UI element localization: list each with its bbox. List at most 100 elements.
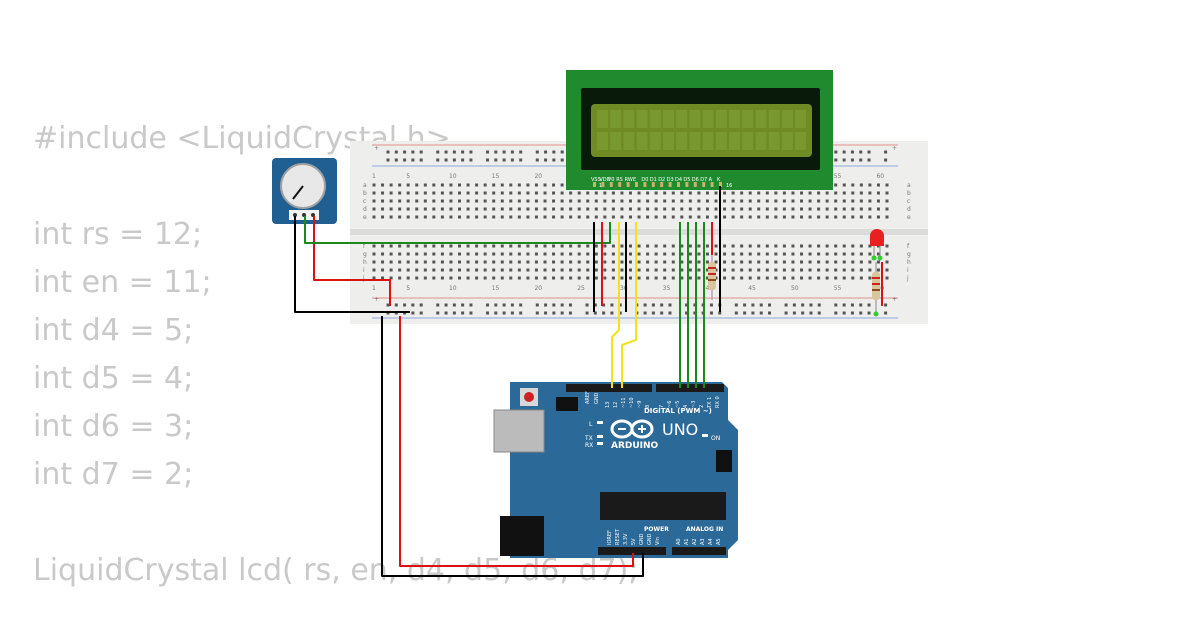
potentiometer[interactable] [272, 158, 337, 224]
digital-pin-label: ~10 [629, 397, 635, 408]
row-letter: f [907, 243, 910, 250]
wire-lcd-rs[interactable] [611, 222, 620, 388]
lcd-cell [781, 110, 793, 128]
lcd-pin [618, 182, 622, 187]
rail-plus-label-top: + [374, 145, 379, 152]
led-tx [597, 435, 603, 438]
lcd-pin [643, 182, 647, 187]
row-letter: c [907, 198, 910, 205]
lcd-cell [623, 110, 635, 128]
led-red[interactable] [870, 229, 884, 261]
resistor-backlight[interactable] [708, 255, 716, 300]
power-pin-label: RESET [615, 528, 621, 545]
digital-pin-label: RX 0 [715, 396, 721, 408]
column-number: 1 [372, 173, 376, 180]
power-label: POWER [644, 526, 669, 533]
power-pin-label: GND [639, 533, 645, 545]
gnd-label: GND [594, 392, 600, 404]
rail-plus-label-bottom-right: + [892, 296, 897, 303]
led-label-tx: TX [584, 435, 593, 442]
code-overlay: #include <LiquidCrystal.h>int rs = 12;in… [33, 115, 638, 595]
row-letter: h [907, 259, 911, 266]
digital-header-left [566, 384, 652, 392]
column-number: 60 [876, 285, 884, 292]
row-letter: d [363, 206, 367, 213]
analog-pin-label: A4 [708, 538, 714, 545]
lcd-cell [702, 132, 714, 150]
row-letter: d [907, 206, 911, 213]
lcd-pin [651, 182, 655, 187]
wire-pot-vcc[interactable] [313, 216, 391, 306]
row-letter: a [363, 182, 367, 189]
digital-pin-label: 7 [659, 405, 665, 408]
row-letter: g [907, 251, 911, 258]
lcd-cell [795, 132, 806, 150]
lcd-pin-label: E [633, 177, 636, 183]
arduino-model: UNO [662, 420, 698, 439]
atmega-chip [600, 492, 726, 520]
lcd-pin-label: D1 [650, 177, 657, 183]
lcd-pin [668, 182, 672, 187]
analog-pin-label: A5 [716, 538, 722, 545]
column-number: 20 [534, 285, 542, 292]
digital-pin-label: ~5 [675, 401, 681, 408]
wire-5v-arduino[interactable] [399, 316, 634, 567]
lcd-pin-label: RW [625, 177, 633, 183]
row-letter: e [907, 214, 911, 221]
analog-label: ANALOG IN [686, 526, 723, 533]
power-header [598, 547, 666, 555]
led-label-rx: RX [585, 442, 593, 449]
lcd-pin [677, 182, 680, 187]
lcd-cell [649, 132, 661, 150]
column-number: 10 [449, 285, 457, 292]
column-number: 55 [834, 173, 842, 180]
row-letter: j [906, 275, 909, 282]
digital-header-right [656, 384, 724, 392]
lcd-pin-label: VDD [599, 177, 610, 183]
lcd-pin [719, 182, 722, 187]
digital-pin-label: ~9 [637, 401, 643, 408]
wire-pot-wiper[interactable] [304, 216, 611, 244]
code-line: int en = 11; [33, 265, 212, 300]
digital-pin-label: 13 [605, 402, 611, 408]
digital-pin-label: ~11 [621, 397, 627, 408]
resistor-led[interactable] [872, 262, 880, 317]
analog-header [672, 547, 726, 555]
lcd-pin [601, 182, 605, 187]
power-pin-label: 5V [631, 538, 637, 545]
column-number: 10 [449, 173, 457, 180]
lcd-pin [609, 182, 613, 187]
code-line: int d7 = 2; [33, 457, 194, 492]
row-letter: h [363, 259, 367, 266]
code-line: LiquidCrystal lcd( rs, en, d4, d5, d6, d… [33, 553, 639, 588]
lcd-cell [768, 132, 780, 150]
led-l [597, 421, 603, 424]
lcd-pin-label: D3 [667, 177, 674, 183]
row-letter: b [363, 190, 367, 197]
column-number: 20 [534, 173, 542, 180]
icsp-header-right [716, 450, 732, 472]
column-number: 25 [577, 285, 585, 292]
row-letter: i [363, 267, 365, 274]
lcd-pin-label: D5 [683, 177, 690, 183]
power-pin-label: GND [647, 533, 653, 545]
wire-lcd-en[interactable] [621, 222, 637, 388]
lcd-pin-label: A [709, 177, 713, 183]
lcd-cell [623, 132, 635, 150]
column-number: 55 [834, 285, 842, 292]
wire-pot-gnd[interactable] [294, 216, 410, 313]
digital-pin-label: 4 [683, 405, 689, 408]
lcd-cell [649, 110, 661, 128]
row-letter: j [362, 275, 365, 282]
code-line: int rs = 12; [33, 217, 203, 252]
lcd-pin-label: D0 [641, 177, 648, 183]
lcd-pin-label: RS [616, 177, 623, 183]
digital-pin-label: 8 [645, 405, 651, 408]
lcd-cell [715, 132, 727, 150]
wire-gnd-arduino[interactable] [381, 316, 644, 577]
